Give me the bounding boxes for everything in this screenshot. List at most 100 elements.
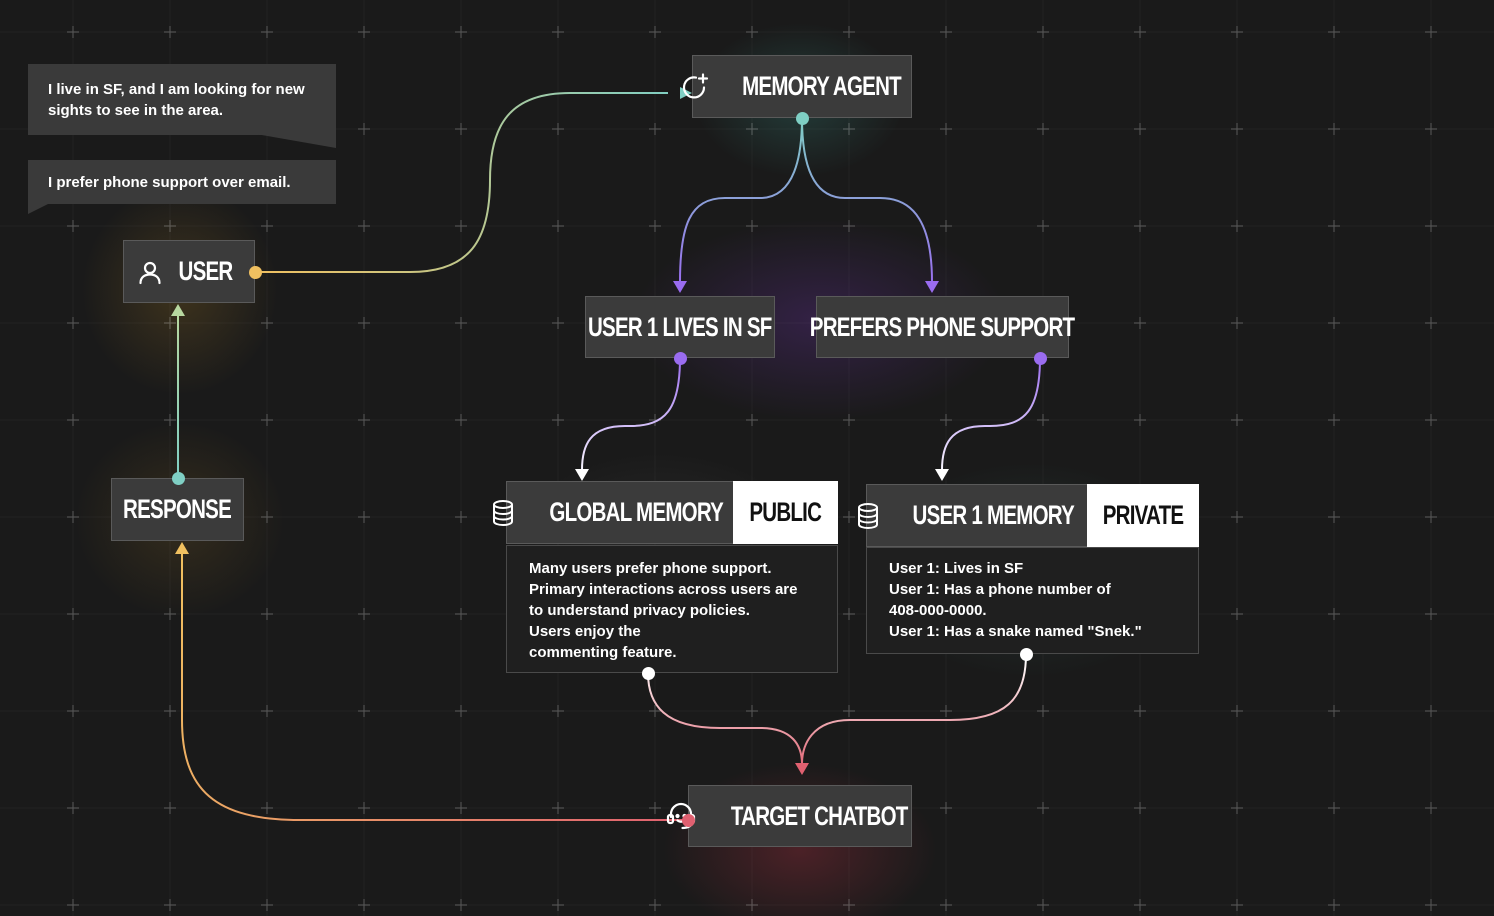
grid-plus-marker [67, 26, 79, 38]
grid-plus-marker [1037, 899, 1049, 911]
wire-global-to-bot [647, 672, 803, 765]
fact-prefers-phone-support[interactable]: PREFERS PHONE SUPPORT [810, 296, 1076, 358]
grid-plus-marker [1134, 26, 1146, 38]
grid-plus-marker [67, 802, 79, 814]
grid-plus-marker [164, 705, 176, 717]
grid-plus-marker [940, 220, 952, 232]
grid-plus-marker [1134, 705, 1146, 717]
grid-plus-marker [1037, 705, 1049, 717]
wire-private-to-bot [801, 653, 1027, 765]
target-chatbot-node[interactable]: TARGET CHATBOT [666, 785, 912, 847]
grid-plus-marker [552, 705, 564, 717]
node-label: USER 1 LIVES IN SF [588, 311, 772, 342]
memory-line: commenting feature. [529, 644, 677, 661]
memory-agent-node[interactable]: MEMORY AGENT [682, 55, 912, 118]
connector-dot [171, 471, 185, 485]
node-label: GLOBAL MEMORY [549, 497, 723, 527]
grid-plus-marker [1425, 26, 1437, 38]
connector-dot [248, 265, 262, 279]
grid-plus-marker [552, 123, 564, 135]
grid-plus-marker [67, 899, 79, 911]
response-node[interactable]: RESPONSE [111, 478, 244, 541]
grid-plus-marker [261, 220, 273, 232]
bubble-tail [256, 134, 336, 148]
global-memory-header[interactable]: GLOBAL MEMORY [492, 481, 734, 544]
wire-support-to-private [941, 357, 1041, 471]
connector-dot [1019, 647, 1033, 661]
message-line: I live in SF, and I am looking for new [48, 80, 305, 98]
grid-plus-marker [746, 123, 758, 135]
grid-plus-marker [1328, 511, 1340, 523]
grid-plus-marker [455, 414, 467, 426]
grid-plus-marker [1231, 608, 1243, 620]
memory-line: User 1: Has a phone number of [889, 581, 1111, 598]
grid-plus-marker [940, 123, 952, 135]
grid-plus-marker [164, 608, 176, 620]
message-line: I prefer phone support over email. [48, 173, 291, 191]
grid-plus-marker [649, 899, 661, 911]
grid-plus-marker [1425, 511, 1437, 523]
grid-plus-marker [649, 705, 661, 717]
arrowhead-location [673, 281, 687, 293]
user-memory-header[interactable]: USER 1 MEMORY [857, 484, 1088, 547]
grid-plus-marker [1328, 317, 1340, 329]
grid-plus-marker [649, 802, 661, 814]
grid-plus-marker [1328, 608, 1340, 620]
grid-plus-marker [843, 899, 855, 911]
grid-plus-marker [1425, 414, 1437, 426]
grid-plus-marker [1037, 220, 1049, 232]
wire-agent-to-location [679, 117, 803, 283]
grid-plus-marker [649, 220, 661, 232]
grid-plus-marker [940, 802, 952, 814]
grid-plus-marker [358, 899, 370, 911]
wire-location-to-global [581, 357, 681, 471]
grid-plus-marker [1425, 802, 1437, 814]
grid-plus-marker [164, 414, 176, 426]
arrowhead-support [925, 281, 939, 293]
fact-user-lives-in-sf[interactable]: USER 1 LIVES IN SF [585, 296, 775, 358]
grid-plus-marker [358, 123, 370, 135]
tag-label: PUBLIC [749, 497, 823, 527]
connector-dot [673, 351, 687, 365]
grid-plus-marker [1328, 802, 1340, 814]
grid-plus-marker [552, 220, 564, 232]
grid-plus-marker [552, 317, 564, 329]
grid-plus-marker [164, 802, 176, 814]
grid-plus-marker [67, 220, 79, 232]
grid-plus-marker [1037, 414, 1049, 426]
grid-plus-marker [843, 705, 855, 717]
grid-plus-marker [261, 705, 273, 717]
memory-line: User 1: Lives in SF [889, 560, 1024, 577]
grid-plus-marker [1425, 608, 1437, 620]
grid-plus-marker [843, 123, 855, 135]
connector-dot [795, 111, 809, 125]
grid-plus-marker [1328, 26, 1340, 38]
grid-plus-marker [261, 414, 273, 426]
grid-plus-marker [455, 608, 467, 620]
grid-plus-marker [940, 705, 952, 717]
grid-plus-marker [649, 26, 661, 38]
grid-plus-marker [358, 608, 370, 620]
grid-plus-marker [1037, 26, 1049, 38]
grid-plus-marker [1425, 317, 1437, 329]
grid-plus-marker [358, 220, 370, 232]
arrowhead-private [935, 469, 949, 481]
grid-plus-marker [164, 899, 176, 911]
node-label: TARGET CHATBOT [730, 800, 908, 831]
grid-plus-marker [164, 26, 176, 38]
message-line: sights to see in the area. [48, 101, 224, 119]
grid-plus-marker [1328, 414, 1340, 426]
grid-plus-marker [455, 899, 467, 911]
node-label: RESPONSE [123, 494, 233, 524]
grid-plus-marker [843, 220, 855, 232]
grid-plus-marker [261, 26, 273, 38]
grid-plus-marker [746, 705, 758, 717]
grid-plus-marker [67, 511, 79, 523]
grid-plus-marker [358, 802, 370, 814]
user-node[interactable]: USER [123, 240, 255, 303]
grid-plus-marker [843, 26, 855, 38]
node-label: PREFERS PHONE SUPPORT [810, 311, 1075, 342]
grid-plus-marker [552, 899, 564, 911]
